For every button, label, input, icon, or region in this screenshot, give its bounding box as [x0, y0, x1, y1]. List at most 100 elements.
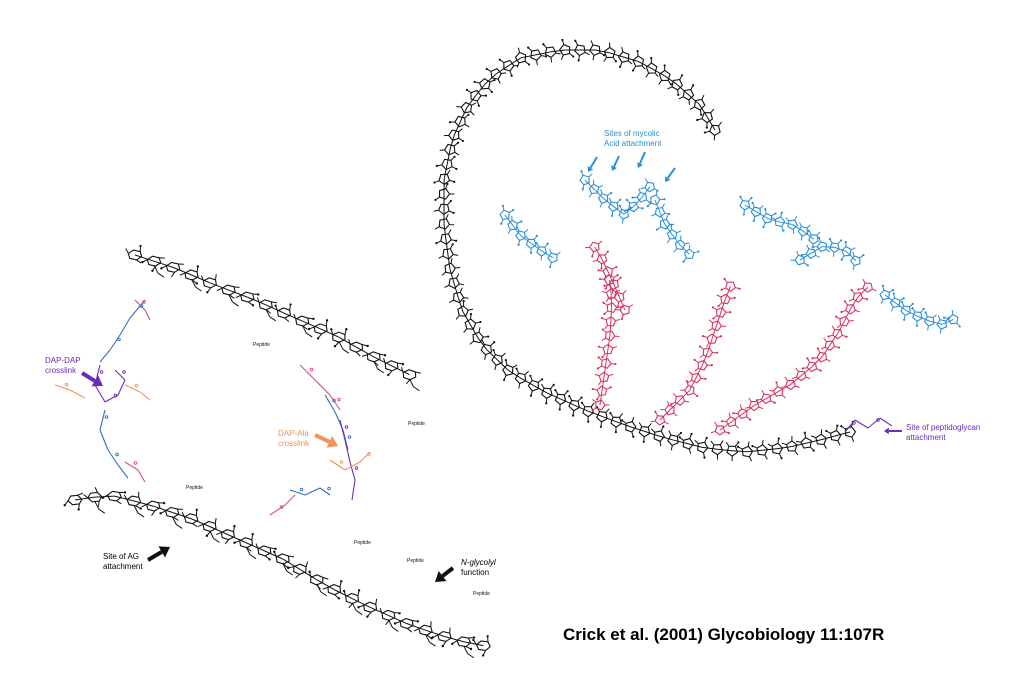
carbonyl-oxygen [344, 425, 349, 429]
substituent-bond [747, 441, 750, 447]
oxygen-atom [710, 364, 713, 367]
sugar-ring [598, 371, 610, 382]
glycosidic-bond [731, 413, 744, 423]
oxygen-atom [416, 620, 420, 623]
glycosidic-bond [338, 336, 357, 348]
glycosidic-bond [497, 359, 509, 371]
sugar-ring [443, 143, 456, 156]
lactyl-bond [351, 602, 357, 611]
substituent-bond [463, 328, 468, 333]
sugar-ring [503, 59, 515, 72]
sugar-ring [515, 230, 526, 242]
peptide-label: Peptide [407, 558, 424, 564]
oxygen-atom [500, 222, 503, 225]
substituent-bond [434, 226, 440, 230]
sugar-ring [480, 343, 493, 356]
lactyl-bond [153, 264, 159, 274]
substituent-bond [599, 202, 603, 208]
substituent-bond [826, 358, 831, 362]
sugar-ring [579, 174, 590, 186]
lactyl-bond [98, 508, 106, 514]
oxygen-atom [599, 425, 603, 428]
substituent-bond [831, 325, 836, 330]
substituent-bond [603, 57, 607, 62]
glycosidic-bond [711, 325, 717, 340]
oxygen-atom [775, 381, 778, 384]
substituent-bond [94, 487, 98, 493]
glycosidic-bond [820, 435, 836, 441]
oxygen-atom [774, 212, 777, 215]
oxygen-atom [477, 104, 480, 107]
sugar-ring [589, 241, 600, 253]
substituent-bond [806, 244, 810, 250]
substituent-bond [792, 376, 797, 380]
peptide-bond [69, 389, 86, 399]
oxygen-atom [572, 55, 575, 58]
substituent-bond [678, 96, 684, 100]
substituent-bond [650, 428, 656, 433]
sugar-ring [597, 192, 609, 204]
substituent-bond [592, 407, 597, 412]
oxygen-atom [448, 121, 452, 124]
oxygen-atom [601, 356, 604, 359]
oxygen-atom [632, 435, 635, 438]
peptide-bond [124, 461, 139, 471]
glycosidic-bond [153, 505, 173, 513]
oxygen-atom [462, 299, 465, 303]
oxygen-atom [529, 374, 532, 377]
substituent-bond [305, 561, 309, 568]
lactyl-bond [157, 272, 165, 278]
glycosidic-bond [601, 415, 617, 423]
substituent-bond [192, 523, 198, 528]
substituent-bond [550, 57, 553, 63]
glycosidic-bond [695, 365, 703, 379]
glycosidic-bond [837, 321, 845, 334]
glycosidic-bond [446, 149, 451, 165]
peptide-bond [99, 429, 109, 451]
substituent-bond [603, 275, 607, 281]
oxygen-atom [485, 67, 488, 71]
glycosidic-bond [742, 405, 755, 415]
oxygen-atom [764, 207, 767, 211]
glycosidic-bond [905, 309, 918, 317]
oxygen-atom [816, 347, 819, 350]
oxygen-atom [614, 362, 617, 366]
oxygen-atom [670, 224, 673, 227]
oxygen-atom [911, 302, 914, 305]
substituent-bond [688, 448, 692, 454]
glycosidic-bond [209, 526, 229, 536]
glycosidic-bond [761, 448, 778, 451]
peptide-bond [339, 419, 346, 441]
oxygen-atom [839, 239, 843, 242]
oxygen-atom [958, 325, 961, 328]
glycosidic-bond [679, 389, 691, 401]
glycosidic-bond [829, 333, 838, 346]
substituent-bond [516, 226, 520, 232]
substituent-bond [714, 421, 718, 427]
citation: Crick et al. (2001) Glycobiology 11:107R [563, 625, 885, 644]
substituent-bond [667, 86, 673, 90]
glycosidic-bond [616, 421, 631, 428]
sugar-ring [830, 429, 842, 442]
sugar-ring [716, 307, 727, 318]
substituent-bond [459, 283, 465, 286]
substituent-bond [453, 254, 459, 256]
lactyl-bond [269, 316, 276, 322]
oxygen-atom [862, 254, 865, 257]
substituent-bond [295, 573, 300, 579]
oxygen-atom [441, 644, 445, 648]
substituent-bond [556, 251, 561, 256]
oxygen-atom [692, 84, 695, 87]
sugar-ring [683, 248, 695, 259]
sugar-ring [756, 444, 769, 456]
substituent-bond [939, 329, 942, 334]
substituent-bond [794, 215, 798, 221]
oxygen-atom [357, 589, 361, 592]
substituent-bond [116, 500, 122, 505]
substituent-bond [641, 65, 646, 70]
oxygen-atom [850, 288, 853, 292]
carbonyl-oxygen [354, 466, 359, 470]
oxygen-atom [723, 277, 726, 280]
substituent-bond [83, 494, 89, 499]
oxygen-atom [366, 344, 369, 348]
